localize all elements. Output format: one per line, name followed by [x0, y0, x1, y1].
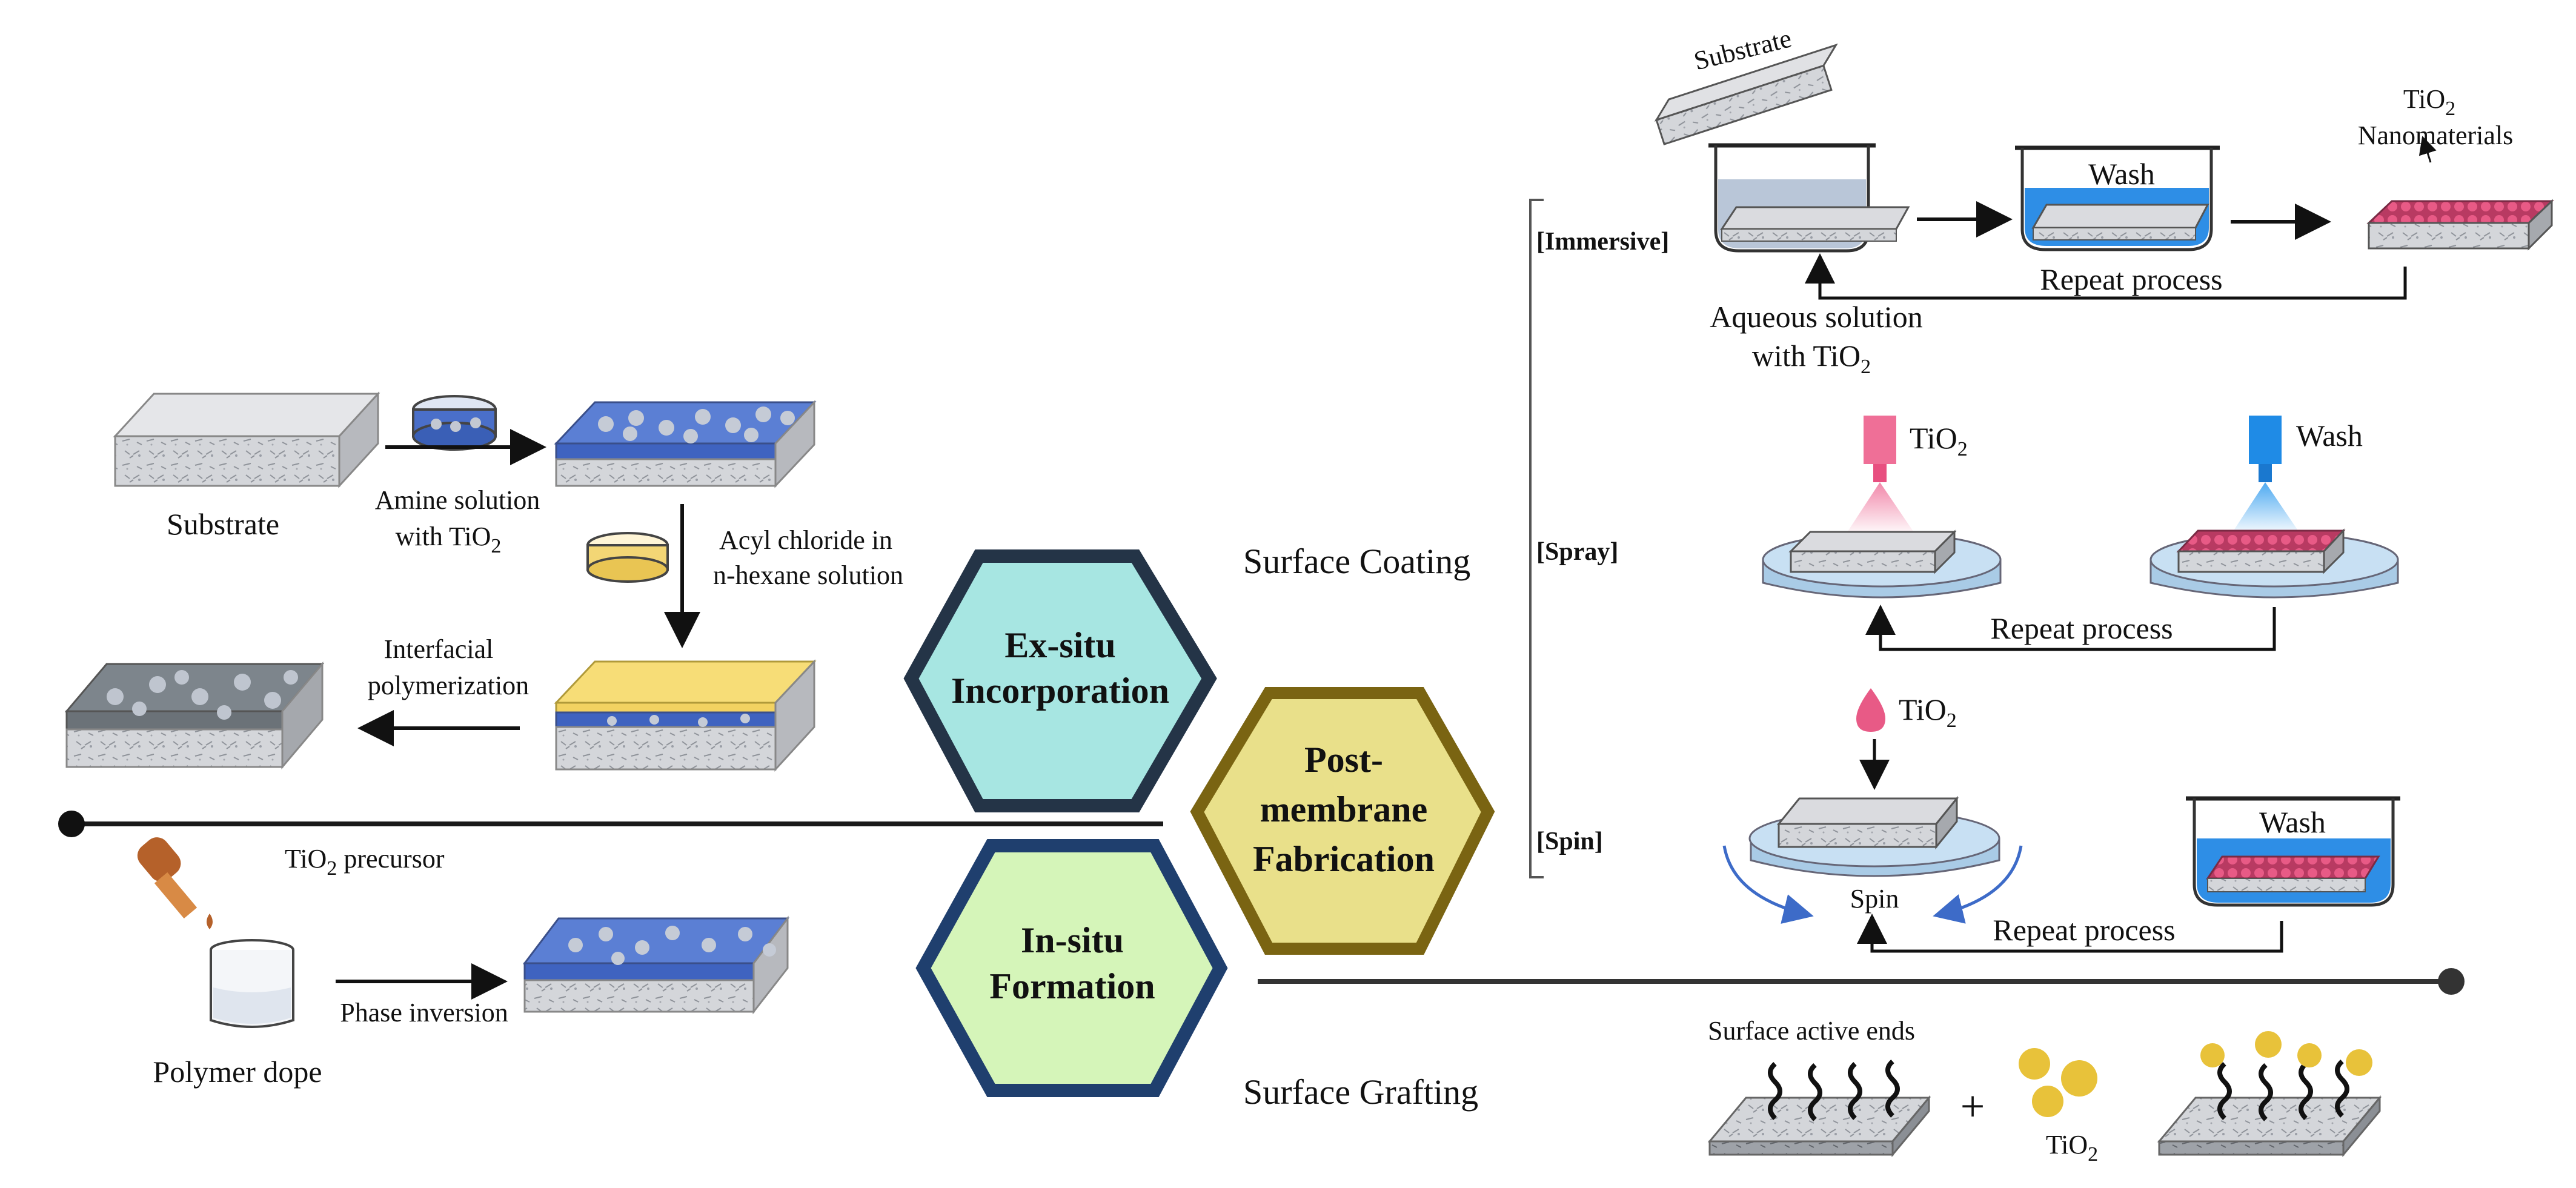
coating-bracket — [1529, 199, 1544, 878]
surface-coating-title: Surface Coating — [1243, 542, 1470, 581]
amine-label-line1: Amine solution — [375, 485, 540, 515]
spin-tag: [Spin] — [1536, 828, 1603, 855]
spray-station-wash — [2149, 416, 2399, 599]
spin-station — [1748, 795, 2000, 877]
immersive-wash-label: Wash — [2088, 157, 2155, 191]
hex-post-line2: membrane — [1260, 789, 1428, 829]
grafting-tio2-label: TiO2 — [2046, 1130, 2098, 1166]
precursor-label: TiO2 precursor — [285, 844, 445, 880]
blue-layer-membrane — [554, 400, 817, 488]
nanomaterials-label-line1: TiO2 — [2403, 84, 2455, 120]
tio2-droplet-icon — [1856, 688, 1885, 732]
spray-station-tio2 — [1762, 416, 2002, 599]
hex-exsitu-line1: Ex-situ — [1004, 625, 1115, 665]
nanomaterials-label-line2: Nanomaterials — [2358, 121, 2514, 150]
grafting-plate-before — [1707, 1059, 1931, 1158]
tio2-particles-icon — [2019, 1048, 2097, 1117]
spin-wash-label: Wash — [2259, 805, 2326, 839]
spray-repeat-label: Repeat process — [1990, 611, 2173, 645]
aqueous-label-line2: with TiO2 — [1752, 339, 1871, 378]
acyl-label-line1: Acyl chloride in — [719, 525, 892, 555]
hexagon-post-membrane-fabrication: Post- membrane Fabrication — [1190, 687, 1495, 955]
tfc-membrane — [64, 661, 325, 770]
yellow-layer-membrane — [554, 659, 817, 772]
spin-tio2-label: TiO2 — [1899, 692, 1957, 732]
spray-wash-label: Wash — [2296, 419, 2363, 453]
amine-dish-icon — [412, 395, 497, 451]
substrate-block — [113, 391, 380, 488]
hex-insitu-line1: In-situ — [1021, 920, 1124, 960]
surface-grafting-title: Surface Grafting — [1243, 1072, 1478, 1112]
spray-tag: [Spray] — [1536, 538, 1618, 566]
interfacial-label-line1: Interfacial — [384, 634, 494, 664]
grafting-plate-after — [2157, 1031, 2382, 1158]
substrate-label: Substrate — [167, 507, 279, 541]
aqueous-label-line1: Aqueous solution — [1710, 300, 1922, 334]
dropper-icon — [137, 837, 213, 929]
amine-label-line2: with TiO2 — [396, 522, 502, 557]
spin-repeat-loop — [1857, 914, 2283, 953]
hex-insitu-line2: Formation — [989, 966, 1155, 1006]
immersive-tag: [Immersive] — [1536, 228, 1669, 256]
spin-rotation-arrows — [1722, 845, 2023, 924]
acyl-label-line2: n-hexane solution — [713, 560, 903, 590]
spray-tio2-label: TiO2 — [1910, 421, 1968, 460]
polymer-dope-label: Polymer dope — [153, 1055, 322, 1089]
right-timeline — [1258, 968, 2465, 995]
hexagon-exsitu-incorporation: Ex-situ Incorporation — [903, 549, 1217, 812]
insitu-membrane — [522, 915, 790, 1015]
spray-repeat-loop — [1865, 605, 2276, 651]
hex-exsitu-line2: Incorporation — [951, 671, 1169, 711]
hex-post-line3: Fabrication — [1253, 839, 1435, 879]
nano-coated-membrane — [2366, 199, 2554, 251]
phase-inversion-label: Phase inversion — [340, 998, 508, 1027]
immersive-repeat-loop — [1805, 253, 2407, 300]
spin-repeat-label: Repeat process — [1993, 913, 2175, 947]
hexagon-insitu-formation: In-situ Formation — [915, 839, 1228, 1097]
acyl-dish-icon — [586, 532, 669, 583]
immersion-bath — [1708, 143, 1910, 253]
spin-wash-bath — [2186, 796, 2400, 907]
immersive-repeat-label: Repeat process — [2040, 262, 2222, 296]
hex-post-line1: Post- — [1304, 740, 1383, 780]
plus-sign: + — [1960, 1082, 1985, 1130]
immersive-substrate-tilted — [1654, 43, 1838, 145]
left-timeline — [58, 811, 1163, 837]
interfacial-label-line2: polymerization — [368, 671, 529, 700]
immersive-wash-bath — [2015, 145, 2220, 251]
beaker-icon — [210, 939, 294, 1028]
spin-label: Spin — [1850, 884, 1899, 914]
active-ends-label: Surface active ends — [1708, 1016, 1915, 1046]
